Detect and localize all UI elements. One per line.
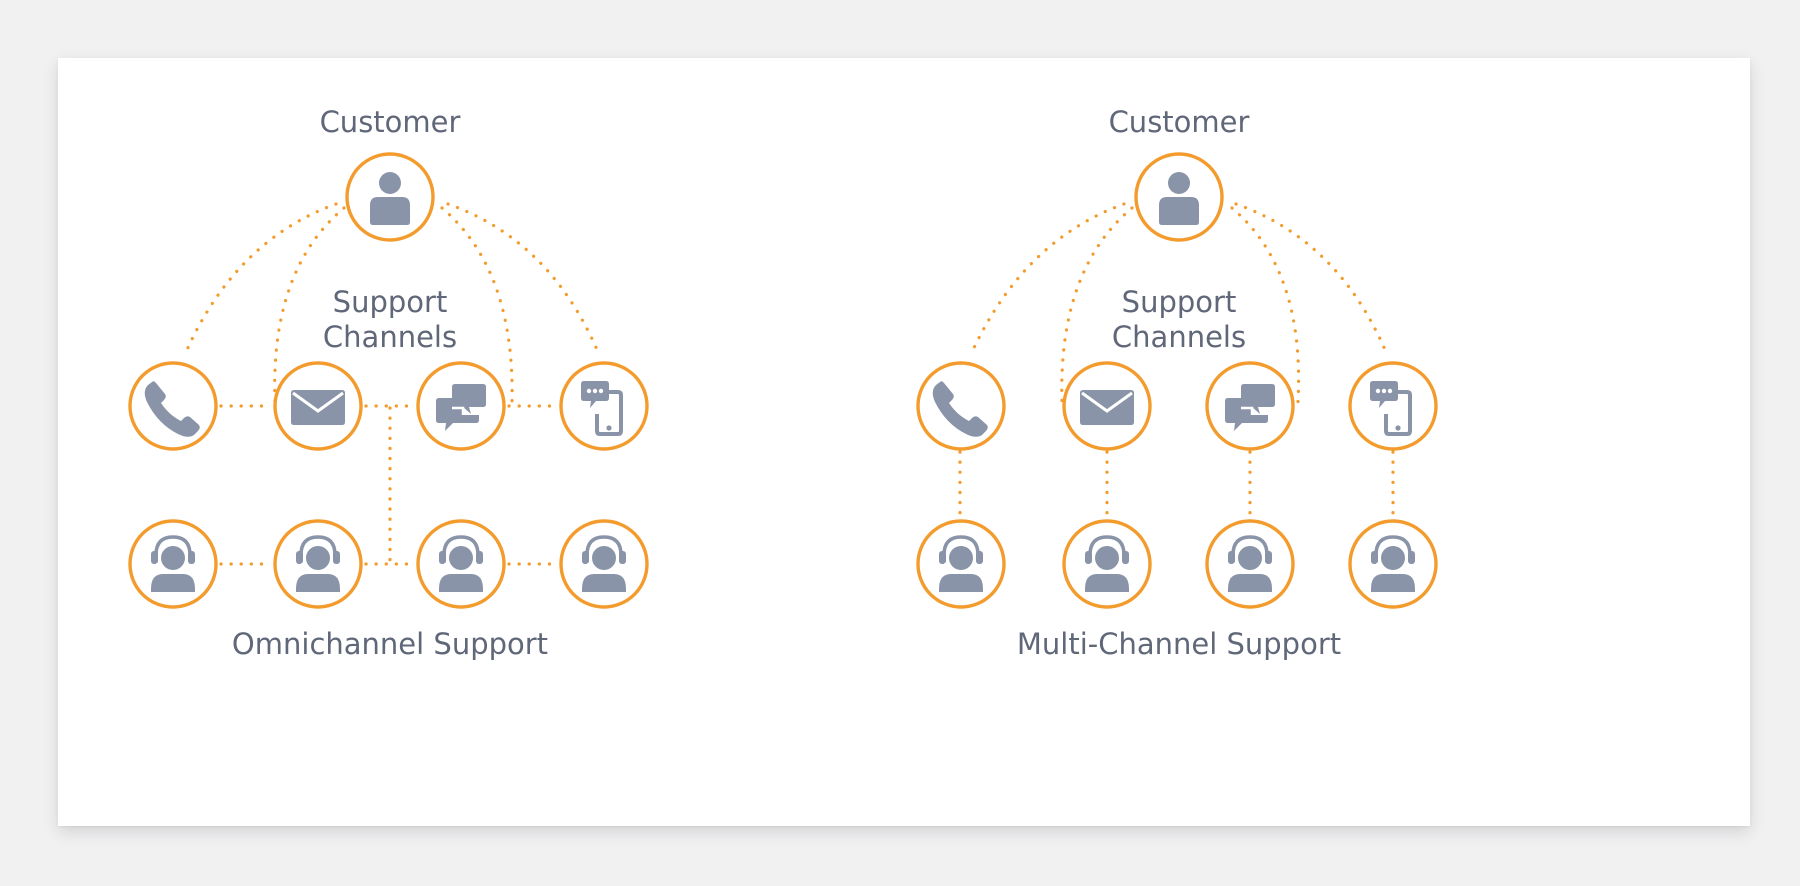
omnichannel-caption: Omnichannel Support [231,627,549,661]
customer-label: Customer [319,105,461,139]
mobile-channel-node [559,361,649,451]
connector-customer-chat [440,206,514,404]
connector-customer-phone [184,202,338,354]
omnichannel-panel [184,202,600,566]
connector-customer-email [273,206,346,404]
support-channels-label: Support Channels [1111,285,1247,354]
multichannel-caption: Multi-Channel Support [1016,627,1342,661]
connector-customer-phone [970,202,1126,354]
customer-label: Customer [1108,105,1250,139]
multichannel-panel [958,202,1395,520]
support-channels-label: Support Channels [322,285,458,354]
envelope-icon [289,388,347,427]
phone-channel-node [128,361,218,451]
connector-customer-mobile [1234,202,1388,354]
connector-customer-email [1060,206,1134,404]
envelope-icon [1078,388,1136,427]
mobile-channel-node [1348,361,1438,451]
connector-customer-chat [1230,206,1301,404]
connector-customer-mobile [446,202,600,354]
phone-channel-node [916,361,1006,451]
